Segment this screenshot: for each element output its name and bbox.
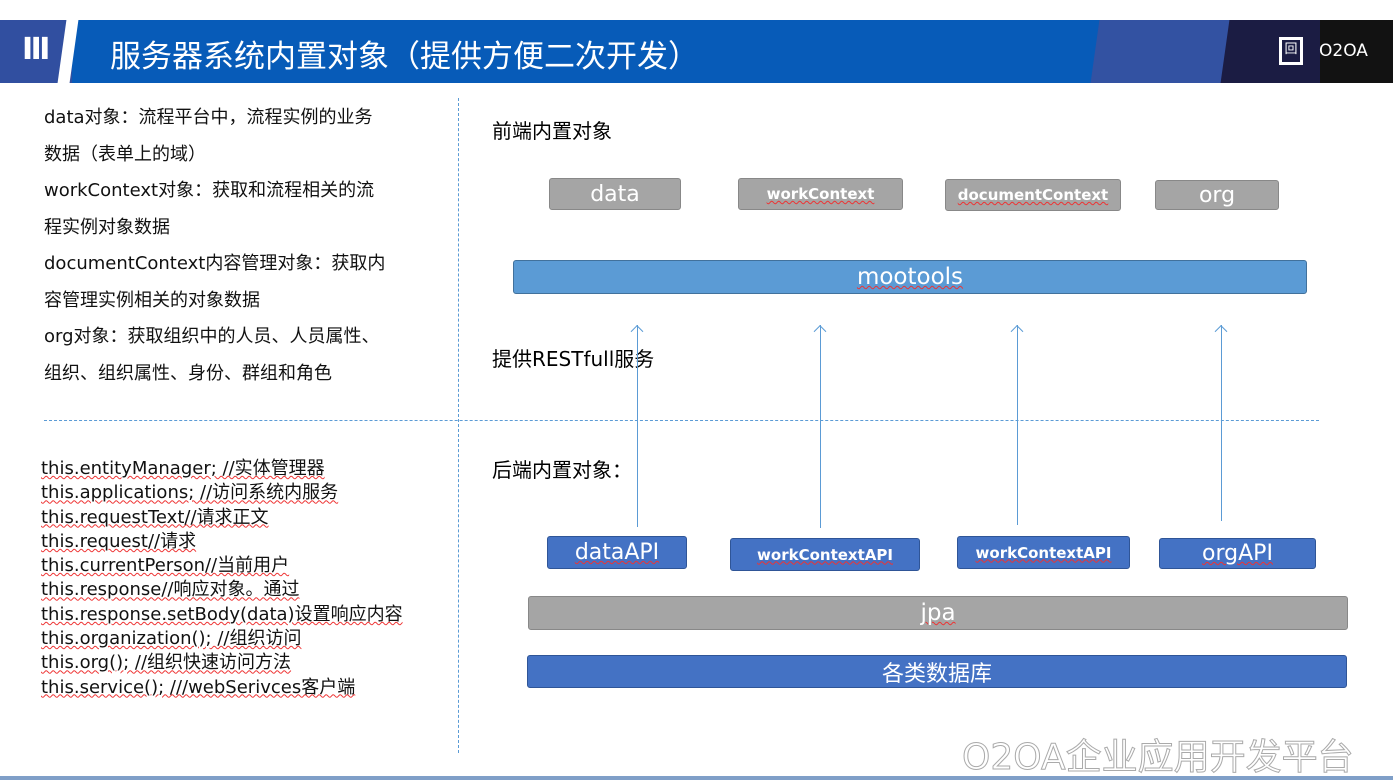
desc-line: documentContext内容管理对象：获取内 (44, 253, 386, 274)
desc-line: 数据（表单上的域） (44, 143, 206, 165)
desc-line: workContext对象：获取和流程相关的流 (44, 180, 375, 201)
backend-code-list: this.entityManager; //实体管理器 this.applica… (41, 457, 403, 700)
section-numeral: Ⅲ (22, 32, 51, 67)
desc-line: data对象：流程平台中，流程实例的业务 (44, 107, 373, 128)
page-title: 服务器系统内置对象（提供方便二次开发） (110, 39, 699, 75)
object-descriptions: data对象：流程平台中，流程实例的业务 数据（表单上的域） workConte… (44, 100, 385, 392)
horizontal-divider (44, 420, 1319, 421)
code-line: this.currentPerson//当前用户 (41, 555, 290, 577)
rest-label-text: 提供RESTfull服务 (492, 347, 655, 371)
arrow-up-icon (820, 325, 821, 528)
code-line: this.requestText//请求正文 (41, 506, 269, 528)
frontend-label: 前端内置对象 (492, 119, 612, 143)
desc-line: 组织、组织属性、身份、群组和角色 (44, 362, 332, 384)
arrow-up-icon (637, 325, 638, 527)
watermark: O2OA企业应用开发平台 (962, 737, 1355, 779)
desc-line: 容管理实例相关的对象数据 (44, 289, 260, 311)
backend-api-data: dataAPI (547, 536, 687, 569)
vertical-divider (458, 98, 459, 753)
arrow-up-icon (1221, 325, 1222, 521)
frontend-object-workcontext: workContext (738, 178, 903, 210)
brand-name: O2OA (1319, 41, 1368, 61)
code-line: this.entityManager; //实体管理器 (41, 458, 325, 479)
arrow-up-icon (1017, 325, 1018, 525)
header-bar: Ⅲ 服务器系统内置对象（提供方便二次开发） 回 O2OA (0, 20, 1393, 83)
slide-bottom-border (0, 776, 1393, 780)
frontend-object-documentcontext: documentContext (945, 179, 1121, 211)
backend-api-workcontext-2: workContextAPI (957, 536, 1130, 569)
frontend-object-org: org (1155, 180, 1279, 210)
backend-api-workcontext: workContextAPI (730, 538, 920, 571)
jpa-layer: jpa (528, 596, 1348, 630)
frontend-object-data: data (549, 178, 681, 210)
code-line: this.org(); //组织快速访问方法 (41, 652, 292, 674)
backend-label: 后端内置对象： (492, 458, 632, 482)
code-line: this.request//请求 (41, 530, 197, 552)
rest-label: 提供RESTfull服务 (492, 343, 654, 372)
code-line: this.response.setBody(data)设置响应内容 (41, 603, 403, 625)
desc-line: org对象：获取组织中的人员、人员属性、 (44, 326, 380, 347)
code-line: this.response//响应对象。通过 (41, 579, 300, 601)
code-line: this.service(); ///webSerivces客户端 (41, 676, 356, 698)
backend-api-org: orgAPI (1159, 538, 1316, 569)
code-line: this.organization(); //组织访问 (41, 628, 302, 650)
desc-line: 程实例对象数据 (44, 216, 170, 238)
database-layer: 各类数据库 (527, 655, 1347, 688)
o2oa-logo-icon: 回 (1279, 37, 1303, 65)
code-line: this.applications; //访问系统内服务 (41, 482, 339, 504)
mootools-layer: mootools (513, 260, 1307, 294)
